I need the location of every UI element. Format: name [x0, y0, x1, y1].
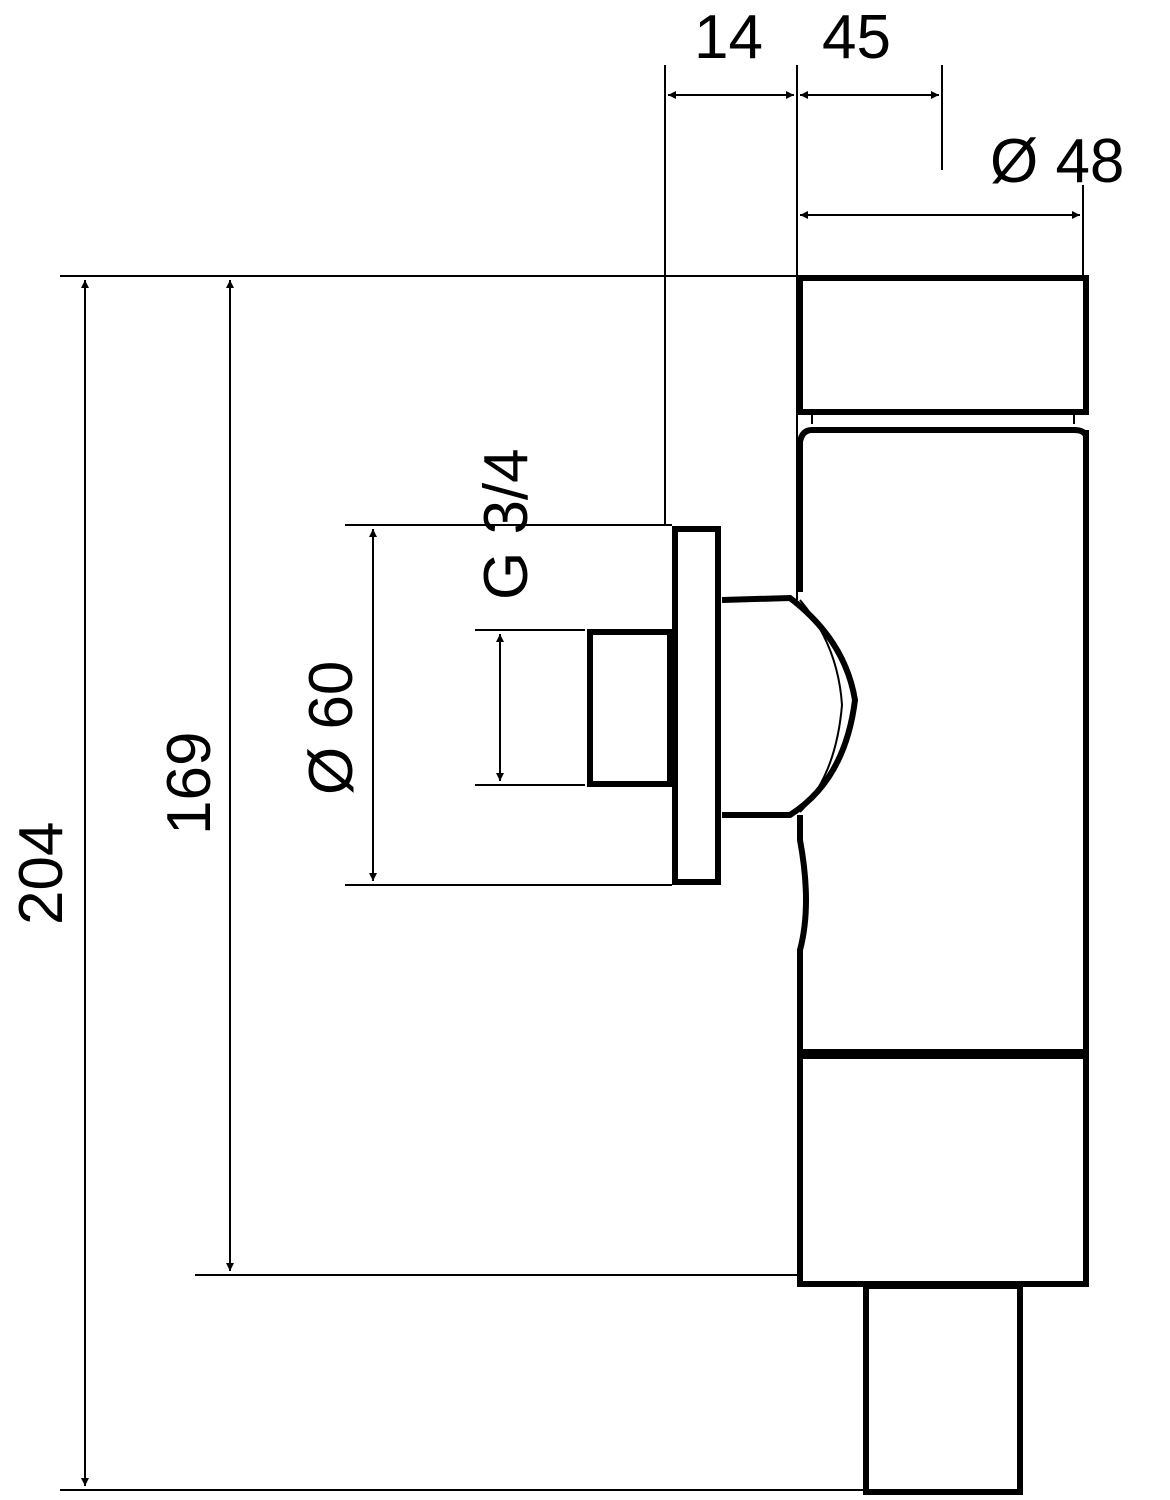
dimension-lines — [81, 91, 1080, 1486]
valve-body — [587, 275, 1089, 1495]
dim-label-thread: G 3/4 — [472, 448, 541, 600]
dim-label-diameter-48: Ø 48 — [990, 127, 1124, 196]
dim-label-204: 204 — [7, 822, 76, 925]
top-cap — [797, 275, 1089, 415]
dim-label-169: 169 — [155, 732, 224, 835]
cap-joint — [811, 412, 1075, 424]
dim-label-diameter-60: Ø 60 — [297, 661, 366, 795]
extension-lines — [60, 65, 1084, 1491]
inlet-connection-inner — [799, 599, 844, 813]
dim-label-14: 14 — [694, 3, 763, 72]
main-cylinder — [797, 427, 1089, 1055]
dim-label-45: 45 — [822, 3, 891, 72]
lower-sleeve — [797, 1053, 1089, 1287]
threaded-stub — [587, 629, 673, 787]
outlet-pipe — [863, 1283, 1023, 1495]
rosette-plate — [672, 526, 721, 885]
inlet-connection — [721, 594, 859, 818]
dimension-labels: 14 45 Ø 48 204 169 Ø 60 G 3/4 — [7, 3, 1124, 925]
